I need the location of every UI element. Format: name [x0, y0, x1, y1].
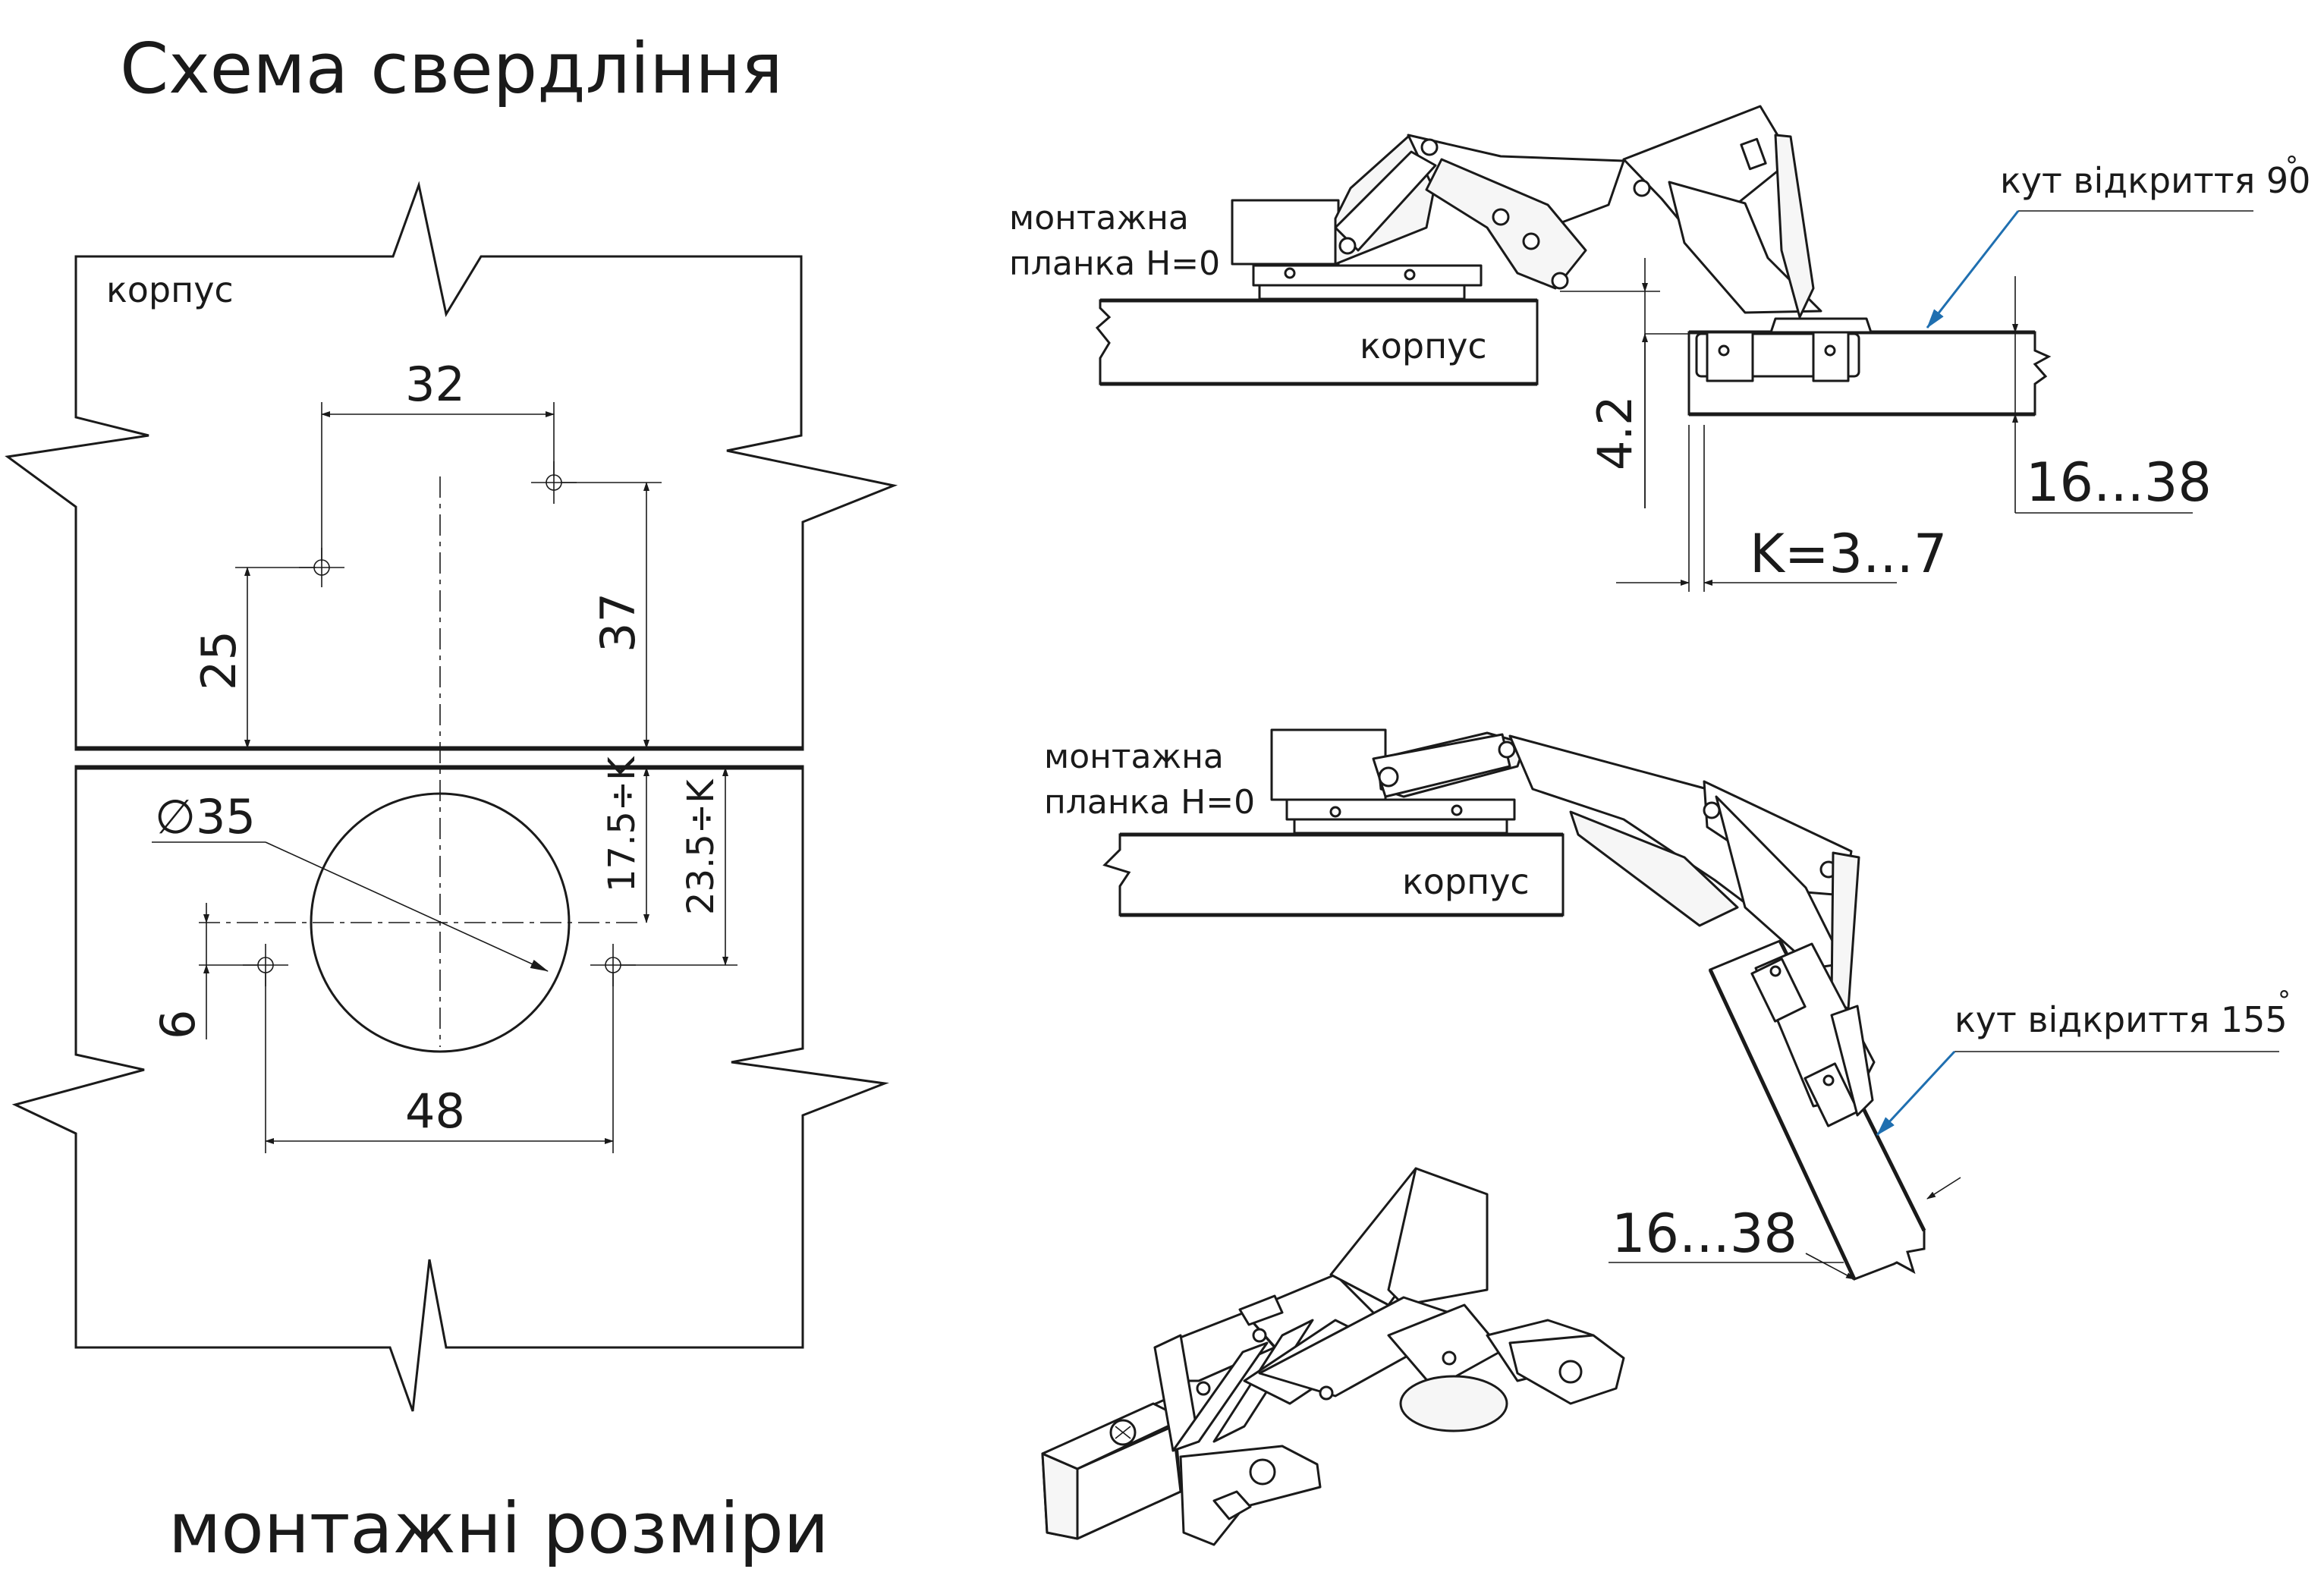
view-90: монтажна планка H=0 корпус: [1009, 105, 2310, 592]
dim-17: 17.5÷K: [601, 756, 643, 892]
dim-thickness-90: 16...38: [2026, 451, 2212, 514]
drilling-title: Схема свердління: [120, 28, 783, 109]
view-155: монтажна планка H=0 корпус: [1044, 728, 2291, 1281]
plate-label-155-1: монтажна: [1044, 737, 1224, 776]
dim-48: 48: [405, 1083, 465, 1139]
body-label: корпус: [106, 269, 234, 310]
body-panel: [5, 181, 898, 751]
dim-thickness-155: 16...38: [1612, 1203, 1797, 1265]
cup-hole: [310, 792, 571, 1053]
dim-25: 25: [191, 630, 247, 690]
deg-90: °: [2285, 151, 2298, 181]
hinge-isometric-icon: [1041, 1167, 1625, 1546]
angle-label-90: кут відкриття 90: [2000, 160, 2310, 201]
footer-title: монтажні розміри: [168, 1488, 829, 1569]
deg-155: °: [2278, 986, 2291, 1016]
dim-k: K=3...7: [1750, 523, 1947, 585]
dim-diameter: ∅35: [155, 789, 256, 844]
dim-32: 32: [405, 357, 465, 412]
dim-6: 6: [150, 1010, 206, 1039]
door-panel: [11, 765, 889, 1412]
plate-label-90-1: монтажна: [1009, 199, 1189, 237]
plate-label-90-2: планка H=0: [1009, 244, 1220, 283]
body-label-90: корпус: [1360, 325, 1487, 366]
dim-23: 23.5÷K: [680, 778, 722, 915]
dim-37: 37: [590, 593, 646, 652]
body-label-155: корпус: [1402, 861, 1530, 902]
angle-label-155: кут відкриття 155: [1954, 999, 2288, 1040]
dim-4-2: 4.2: [1587, 395, 1643, 470]
plate-label-155-2: планка H=0: [1044, 783, 1255, 822]
